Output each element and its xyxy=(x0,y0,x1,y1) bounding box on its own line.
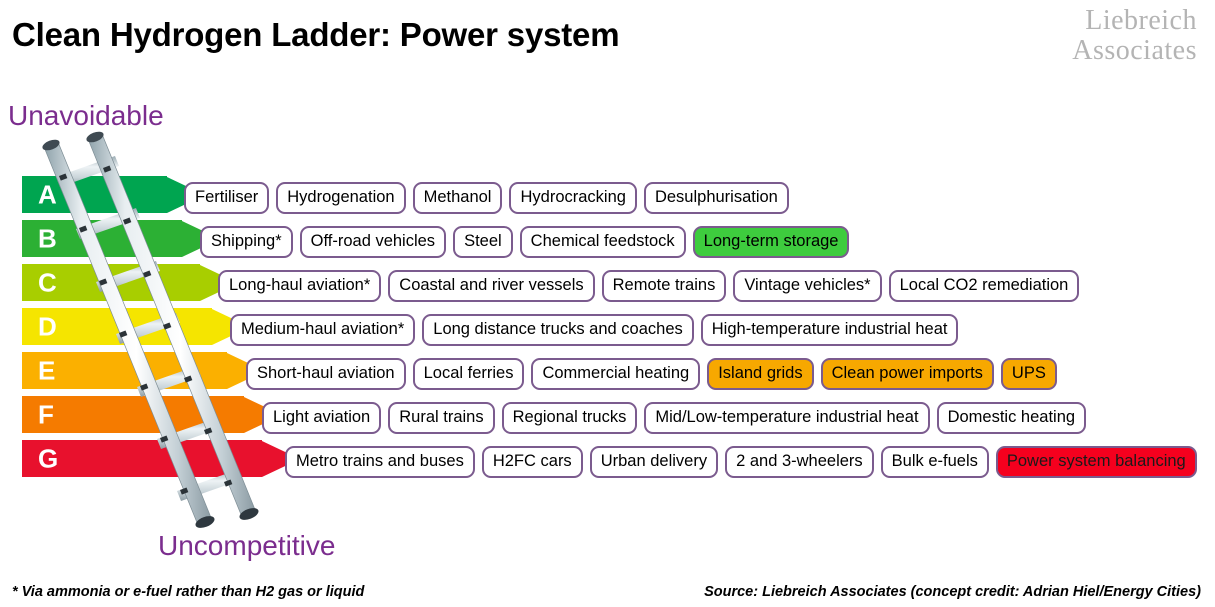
use-case-pill[interactable]: Coastal and river vessels xyxy=(388,270,595,302)
use-case-list: Medium-haul aviation*Long distance truck… xyxy=(230,314,959,346)
axis-label-uncompetitive: Uncompetitive xyxy=(158,530,336,561)
use-case-pill[interactable]: Steel xyxy=(453,226,513,258)
grade-arrow-f: F xyxy=(22,396,282,433)
use-case-pill[interactable]: Commercial heating xyxy=(531,358,701,390)
use-case-pill[interactable]: Hydrogenation xyxy=(276,182,406,214)
use-case-pill[interactable]: Long distance trucks and coaches xyxy=(422,314,694,346)
use-case-pill[interactable]: Methanol xyxy=(412,182,503,214)
logo-line-2: Associates xyxy=(1072,35,1197,66)
grade-row-d: D Medium-haul aviation*Long distance truc… xyxy=(0,308,1215,352)
grade-arrow-g: G xyxy=(22,440,300,477)
page-title: Clean Hydrogen Ladder: Power system xyxy=(12,16,620,53)
use-case-pill[interactable]: Short-haul aviation xyxy=(246,358,406,390)
logo-line-1: Liebreich xyxy=(1085,5,1197,36)
use-case-pill[interactable]: Long-term storage xyxy=(692,226,850,258)
grade-letter: D xyxy=(38,311,57,341)
use-case-pill[interactable]: 2 and 3-wheelers xyxy=(725,446,874,478)
use-case-list: Long-haul aviation*Coastal and river ves… xyxy=(218,270,1080,302)
liebreich-associates-logo: Liebreich Associates xyxy=(1054,6,1197,66)
grade-arrow-a: A xyxy=(22,176,205,213)
footnote: * Via ammonia or e-fuel rather than H2 g… xyxy=(12,584,365,600)
source-attribution: Source: Liebreich Associates (concept cr… xyxy=(704,584,1201,600)
grade-letter: F xyxy=(38,399,54,429)
arrow-body xyxy=(22,396,244,433)
use-case-pill[interactable]: H2FC cars xyxy=(481,446,583,478)
use-case-pill[interactable]: Light aviation xyxy=(262,402,382,434)
grade-letter: C xyxy=(38,267,57,297)
grade-letter: G xyxy=(38,443,59,473)
grade-letter: E xyxy=(38,355,56,385)
axis-label-unavoidable: Unavoidable xyxy=(8,100,164,131)
use-case-pill[interactable]: Remote trains xyxy=(601,270,727,302)
use-case-pill[interactable]: Vintage vehicles* xyxy=(733,270,882,302)
use-case-pill[interactable]: Fertiliser xyxy=(184,182,270,214)
grade-letter: B xyxy=(38,223,57,253)
grade-arrow-d: D xyxy=(22,308,250,345)
use-case-pill[interactable]: Long-haul aviation* xyxy=(218,270,382,302)
use-case-pill[interactable]: Mid/Low-temperature industrial heat xyxy=(644,402,930,434)
use-case-pill[interactable]: Local CO2 remediation xyxy=(888,270,1080,302)
use-case-pill[interactable]: Desulphurisation xyxy=(643,182,789,214)
use-case-pill[interactable]: Regional trucks xyxy=(501,402,638,434)
use-case-pill[interactable]: Hydrocracking xyxy=(509,182,637,214)
grade-arrow-c: C xyxy=(22,264,238,301)
use-case-pill[interactable]: Power system balancing xyxy=(995,446,1197,478)
use-case-pill[interactable]: Local ferries xyxy=(412,358,525,390)
use-case-pill[interactable]: Shipping* xyxy=(200,226,293,258)
use-case-pill[interactable]: UPS xyxy=(1000,358,1057,390)
use-case-pill[interactable]: Metro trains and buses xyxy=(285,446,475,478)
use-case-pill[interactable]: Urban delivery xyxy=(589,446,719,478)
grade-arrow-b: B xyxy=(22,220,220,257)
grade-letter: A xyxy=(38,179,57,209)
use-case-pill[interactable]: Chemical feedstock xyxy=(519,226,686,258)
use-case-pill[interactable]: Clean power imports xyxy=(820,358,994,390)
use-case-pill[interactable]: Bulk e-fuels xyxy=(880,446,989,478)
use-case-pill[interactable]: Island grids xyxy=(707,358,814,390)
use-case-pill[interactable]: Off-road vehicles xyxy=(299,226,447,258)
grade-arrow-e: E xyxy=(22,352,265,389)
use-case-pill[interactable]: Domestic heating xyxy=(936,402,1087,434)
use-case-pill[interactable]: Rural trains xyxy=(388,402,495,434)
use-case-pill[interactable]: High-temperature industrial heat xyxy=(700,314,959,346)
use-case-pill[interactable]: Medium-haul aviation* xyxy=(230,314,416,346)
grade-row-c: C Long-haul aviation*Coastal and river ve… xyxy=(0,264,1215,308)
